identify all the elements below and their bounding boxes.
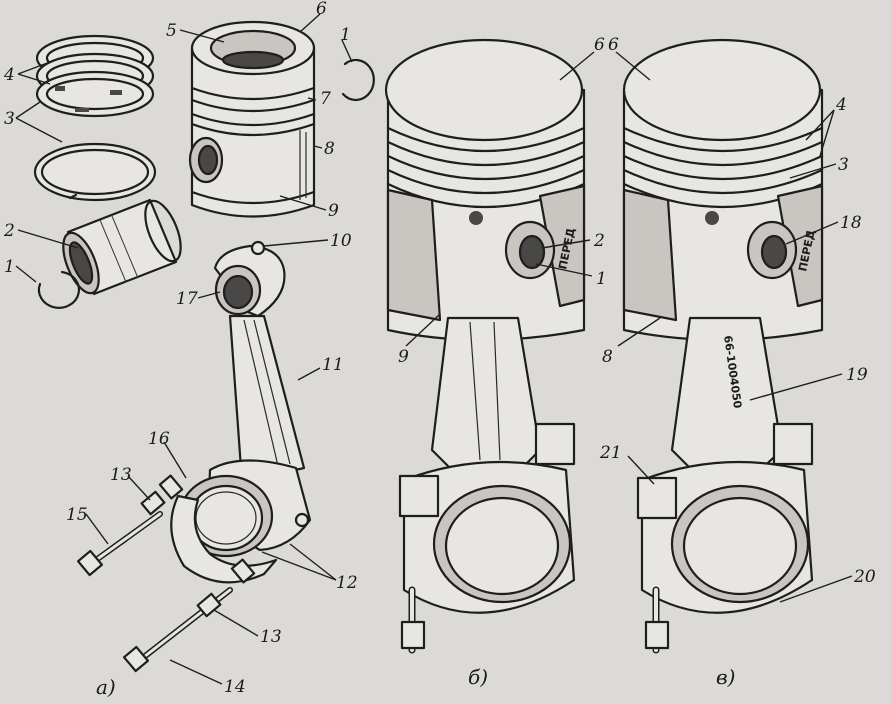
piston-assembled-b: ПЕРЕД — [384, 38, 586, 342]
callout-a-13-top: 13 — [110, 465, 132, 485]
piston — [188, 20, 316, 218]
callout-a-1-right: 1 — [340, 25, 351, 45]
callout-v-18: 18 — [840, 213, 862, 233]
callout-b-6: 6 — [594, 35, 605, 55]
connecting-rod-assembled-v: 66-1004050 — [636, 316, 814, 654]
callout-a-11: 11 — [322, 355, 344, 375]
callout-a-15: 15 — [66, 505, 88, 525]
callout-b-9: 9 — [398, 347, 409, 367]
callout-v-8: 8 — [602, 347, 613, 367]
callout-v-3: 3 — [838, 155, 849, 175]
callout-a-16: 16 — [148, 429, 170, 449]
callout-a-2: 2 — [3, 221, 15, 241]
connecting-rod-disassembled — [170, 240, 312, 584]
snap-ring-left — [37, 270, 81, 309]
part-v-assembled-view: ПЕРЕД 66-1004050 — [622, 38, 824, 654]
bolts-and-nuts — [76, 474, 256, 673]
callout-a-17: 17 — [176, 289, 198, 309]
callout-b-1: 1 — [596, 269, 607, 289]
callout-v-21: 21 — [599, 443, 622, 463]
callout-a-6: 6 — [316, 0, 327, 19]
callout-a-8: 8 — [324, 139, 335, 159]
subfigure-captions: а) б) в) — [96, 665, 735, 699]
callout-a-7: 7 — [320, 89, 331, 109]
callout-labels: 4 3 2 1 5 6 1 7 8 9 10 17 11 16 13 15 12… — [3, 0, 876, 697]
callout-a-5: 5 — [166, 21, 177, 41]
callout-v-4: 4 — [835, 95, 847, 115]
caption-b: б) — [468, 665, 488, 689]
leader-lines — [15, 13, 853, 685]
callout-a-10: 10 — [330, 231, 352, 251]
callout-a-4: 4 — [3, 65, 15, 85]
piston-pin — [62, 198, 182, 296]
caption-a: а) — [96, 675, 116, 699]
callout-a-3: 3 — [4, 109, 15, 129]
piston-assembled-v: ПЕРЕД — [622, 38, 824, 342]
callout-v-20: 20 — [853, 567, 876, 587]
caption-v: в) — [716, 665, 735, 689]
callout-b-2: 2 — [593, 231, 605, 251]
snap-ring-right — [341, 58, 375, 102]
part-a-exploded-view — [33, 20, 375, 673]
compression-rings — [35, 34, 155, 118]
oil-ring — [33, 142, 157, 202]
callout-a-12: 12 — [336, 573, 358, 593]
part-b-assembled-view: ПЕРЕД — [384, 38, 586, 654]
callout-a-14: 14 — [224, 677, 246, 697]
callout-a-13-bottom: 13 — [260, 627, 282, 647]
connecting-rod-assembled-b — [398, 316, 576, 654]
callout-a-1-left: 1 — [4, 257, 15, 277]
callout-v-6: 6 — [608, 35, 619, 55]
callout-a-9: 9 — [328, 201, 339, 221]
callout-v-19: 19 — [846, 365, 868, 385]
